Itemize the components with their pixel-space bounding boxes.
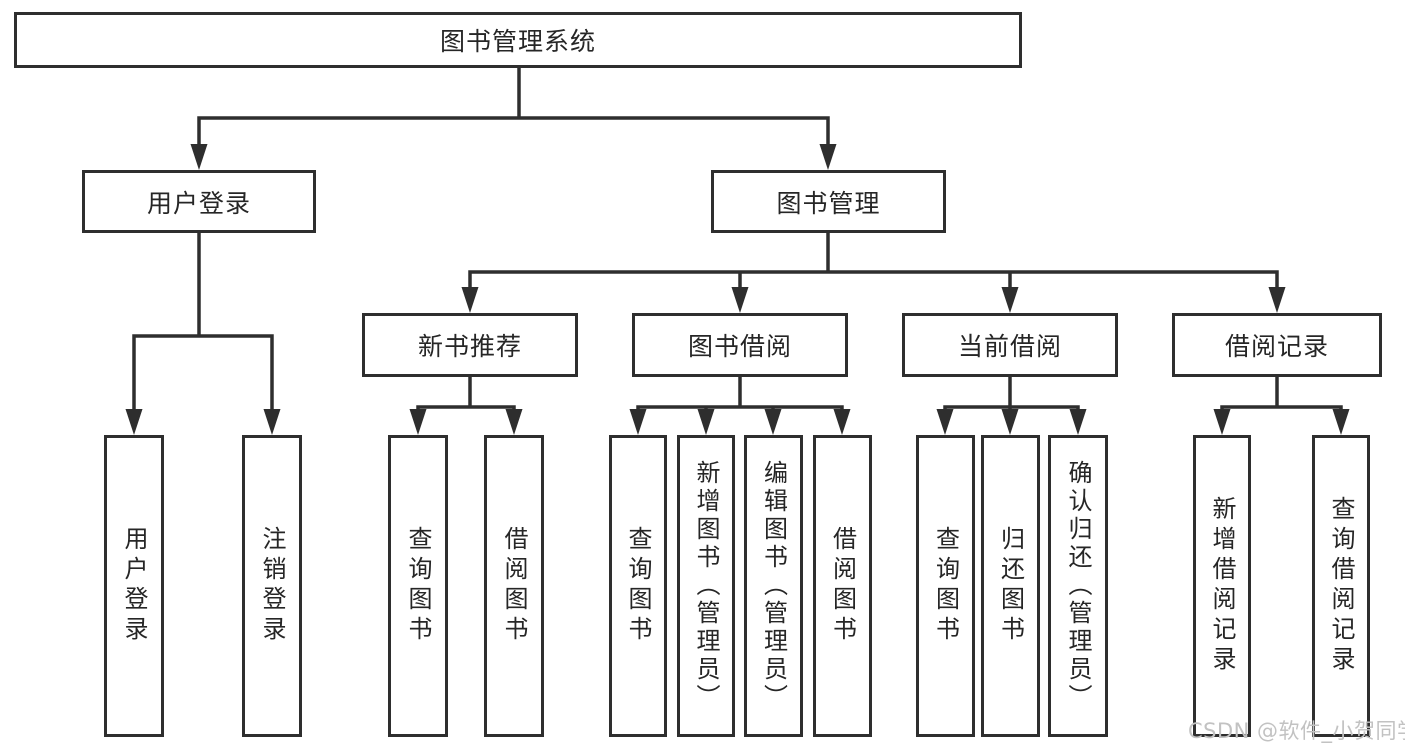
arrowhead-icon (1069, 409, 1087, 435)
leaf-borrow-borrow-book: 借阅图书 (813, 435, 872, 737)
arrowhead-icon (125, 409, 143, 435)
leaf-current-return-book: 归还图书 (981, 435, 1040, 737)
arrowhead-icon (1213, 409, 1231, 435)
arrowhead-icon (461, 287, 479, 313)
arrowhead-icon (263, 409, 281, 435)
node-new-book-recommend: 新书推荐 (362, 313, 578, 377)
arrowhead-icon (629, 409, 647, 435)
leaf-borrow-query-book: 查询图书 (609, 435, 667, 737)
leaf-recommend-borrow-book: 借阅图书 (484, 435, 544, 737)
arrowhead-icon (1001, 409, 1019, 435)
arrowhead-icon (1332, 409, 1350, 435)
node-book-borrowing: 图书借阅 (632, 313, 848, 377)
leaf-current-confirm-return-admin: 确认归还（管理员） (1048, 435, 1108, 737)
node-user-login: 用户登录 (82, 170, 316, 233)
leaf-records-add-record: 新增借阅记录 (1193, 435, 1251, 737)
leaf-records-query-record: 查询借阅记录 (1312, 435, 1370, 737)
arrowhead-icon (190, 144, 208, 170)
node-borrowing-records: 借阅记录 (1172, 313, 1382, 377)
node-book-management: 图书管理 (711, 170, 946, 233)
leaf-current-query-book: 查询图书 (916, 435, 975, 737)
node-current-borrowing: 当前借阅 (902, 313, 1118, 377)
leaf-borrow-add-book-admin: 新增图书（管理员） (677, 435, 735, 737)
arrowhead-icon (819, 144, 837, 170)
leaf-logout: 注销登录 (242, 435, 302, 737)
arrowhead-icon (833, 409, 851, 435)
node-system-root: 图书管理系统 (14, 12, 1022, 68)
arrowhead-icon (1001, 287, 1019, 313)
leaf-recommend-query-book: 查询图书 (388, 435, 448, 737)
leaf-user-login: 用户登录 (104, 435, 164, 737)
arrowhead-icon (697, 409, 715, 435)
csdn-watermark: CSDN @软件_小贺同学 (1188, 719, 1405, 743)
arrowhead-icon (1268, 287, 1286, 313)
arrowhead-icon (731, 287, 749, 313)
arrowhead-icon (505, 409, 523, 435)
arrowhead-icon (764, 409, 782, 435)
arrowhead-icon (409, 409, 427, 435)
arrowhead-icon (936, 409, 954, 435)
leaf-borrow-edit-book-admin: 编辑图书（管理员） (744, 435, 803, 737)
